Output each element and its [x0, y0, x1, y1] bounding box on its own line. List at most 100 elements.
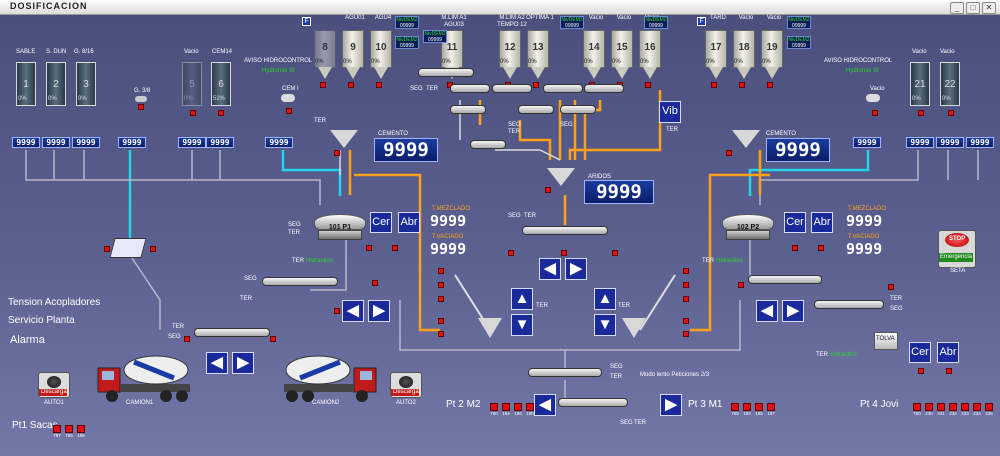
left-arrow-button[interactable]: ◀ [534, 394, 556, 416]
sacas-distributor[interactable] [109, 238, 147, 258]
status-led [438, 331, 444, 337]
mixer-p2[interactable]: 102 P2 [722, 214, 774, 240]
tension-label: Tension Acopladores [8, 297, 101, 308]
right-arrow-button[interactable]: ▶ [368, 300, 390, 322]
status-led [755, 403, 763, 411]
left-arrow-button[interactable]: ◀ [756, 300, 778, 322]
maximize-button[interactable]: □ [966, 2, 980, 14]
silo-number: 17 [710, 42, 722, 53]
silo-level: 0% [343, 59, 352, 65]
close-gate-p1-button[interactable]: Cer [370, 212, 392, 233]
conveyor[interactable] [418, 68, 474, 77]
ter-label: TER [890, 296, 902, 302]
conveyor[interactable] [814, 300, 884, 309]
f-button-left[interactable]: F [302, 17, 311, 26]
seg-label: SEG [610, 364, 623, 370]
window-title: DOSIFICACION [10, 1, 88, 11]
cem1-label: CEM I [282, 86, 299, 92]
code-led: 235 [984, 403, 994, 416]
right-arrow-button[interactable]: ▶ [660, 394, 682, 416]
descarga-knob-auto2[interactable]: Descarga [390, 372, 422, 398]
conveyor[interactable] [450, 84, 490, 93]
conveyor[interactable] [560, 105, 596, 114]
counter-display: 9999 [118, 137, 146, 148]
left-arrow-button[interactable]: ◀ [206, 352, 228, 374]
open-gate-p2-button[interactable]: Abr [811, 212, 833, 233]
left-arrow-button[interactable]: ◀ [539, 258, 561, 280]
conveyor[interactable] [262, 277, 338, 286]
mixer-p2-label: 102 P2 [736, 224, 760, 231]
up-arrow-button[interactable]: ▲ [511, 288, 533, 310]
conveyor-bottom[interactable] [528, 368, 602, 377]
silo-5[interactable]: 5 0% [182, 62, 202, 106]
descarga-knob-auto1[interactable]: Descarga [38, 372, 70, 398]
conveyor[interactable] [748, 275, 822, 284]
right-arrow-button[interactable]: ▶ [565, 258, 587, 280]
silo-21[interactable]: 21 0% [910, 62, 930, 106]
vib-button[interactable]: Vib [659, 101, 681, 123]
down-arrow-button[interactable]: ▼ [511, 314, 533, 336]
camion2-label: CAMION2 [312, 400, 340, 406]
code-label: 787 [53, 433, 61, 438]
mixer-p1[interactable]: 101 P1 [314, 214, 366, 240]
up-arrow-button[interactable]: ▲ [594, 288, 616, 310]
seg-label: SEG [508, 213, 521, 219]
conveyor[interactable] [543, 84, 583, 93]
open-gate-p1-button[interactable]: Abr [398, 212, 420, 233]
silo-2[interactable]: 2 0% [46, 62, 66, 106]
down-arrow-button[interactable]: ▼ [594, 314, 616, 336]
top-silo-label: Vacio [616, 15, 632, 21]
silo-number: 18 [738, 42, 750, 53]
left-arrow-button[interactable]: ◀ [342, 300, 364, 322]
f-button-right[interactable]: F [697, 17, 706, 26]
conveyor[interactable] [584, 84, 624, 93]
ter-label: TER [288, 230, 300, 236]
pt1-label: Pt1 Sacas [12, 420, 58, 431]
status-led [184, 336, 190, 342]
top-silo-label: AGU01 [345, 15, 365, 21]
auto1-label: AUTO1 [44, 400, 64, 406]
truck-camion1-icon[interactable] [94, 350, 209, 410]
conveyor-aridos[interactable] [522, 226, 608, 235]
tolva-icon[interactable] [874, 332, 898, 350]
status-led [743, 403, 751, 411]
minimize-button[interactable]: _ [950, 2, 964, 14]
conveyor[interactable] [470, 140, 506, 149]
open-tolva-button[interactable]: Abr [937, 342, 959, 363]
silo-22[interactable]: 22 0% [940, 62, 960, 106]
conveyor[interactable] [518, 105, 554, 114]
right-arrow-button[interactable]: ▶ [232, 352, 254, 374]
close-button[interactable]: ✕ [982, 2, 996, 14]
code-led: 760 [912, 403, 922, 416]
emergency-stop-button[interactable]: STOP Emergencia [938, 230, 976, 268]
status-led [973, 403, 981, 411]
close-tolva-button[interactable]: Cer [909, 342, 931, 363]
conveyor[interactable] [492, 84, 532, 93]
silo-3[interactable]: 3 0% [76, 62, 96, 106]
status-led [150, 246, 156, 252]
niv-value: 09999 [428, 37, 442, 43]
silo-6[interactable]: 6 52% [211, 62, 231, 106]
conveyor-bottom-2[interactable] [558, 398, 628, 407]
right-arrow-button[interactable]: ▶ [782, 300, 804, 322]
conveyor[interactable] [450, 105, 486, 114]
silo-1[interactable]: 1 0% [16, 62, 36, 106]
silo-number: 19 [766, 42, 778, 53]
status-led [372, 280, 378, 286]
status-led [872, 110, 878, 116]
close-gate-p2-button[interactable]: Cer [784, 212, 806, 233]
conveyor[interactable] [194, 328, 270, 337]
truck-camion2-icon[interactable] [266, 350, 381, 410]
